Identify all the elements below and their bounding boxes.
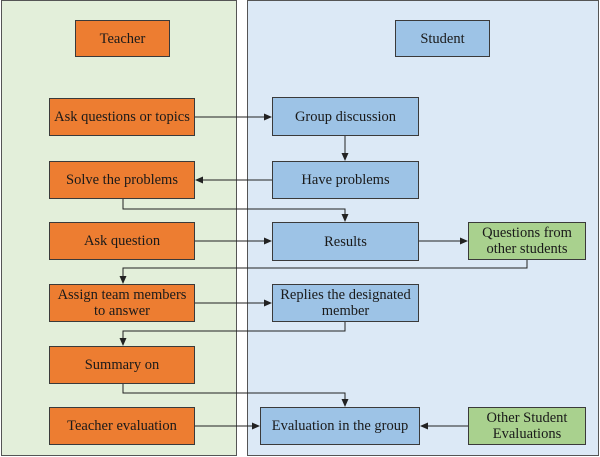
student-header: Student [395, 20, 490, 57]
step-group-discussion: Group discussion [272, 97, 419, 136]
step-assign-team-members: Assign team members to answer [49, 284, 195, 322]
step-questions-from-other-students: Questions from other students [468, 222, 586, 260]
step-teacher-evaluation: Teacher evaluation [49, 407, 195, 445]
step-ask-questions-or-topics: Ask questions or topics [49, 98, 195, 136]
step-results: Results [272, 222, 419, 261]
step-replies-designated-member: Replies the designated member [272, 284, 419, 322]
step-summary-on: Summary on [49, 346, 195, 384]
step-solve-the-problems: Solve the problems [49, 161, 195, 199]
step-evaluation-in-the-group: Evaluation in the group [260, 407, 420, 445]
teacher-header: Teacher [75, 20, 170, 57]
step-ask-question: Ask question [49, 222, 195, 260]
step-have-problems: Have problems [272, 161, 419, 199]
step-other-student-evaluations: Other Student Evaluations [468, 407, 586, 445]
